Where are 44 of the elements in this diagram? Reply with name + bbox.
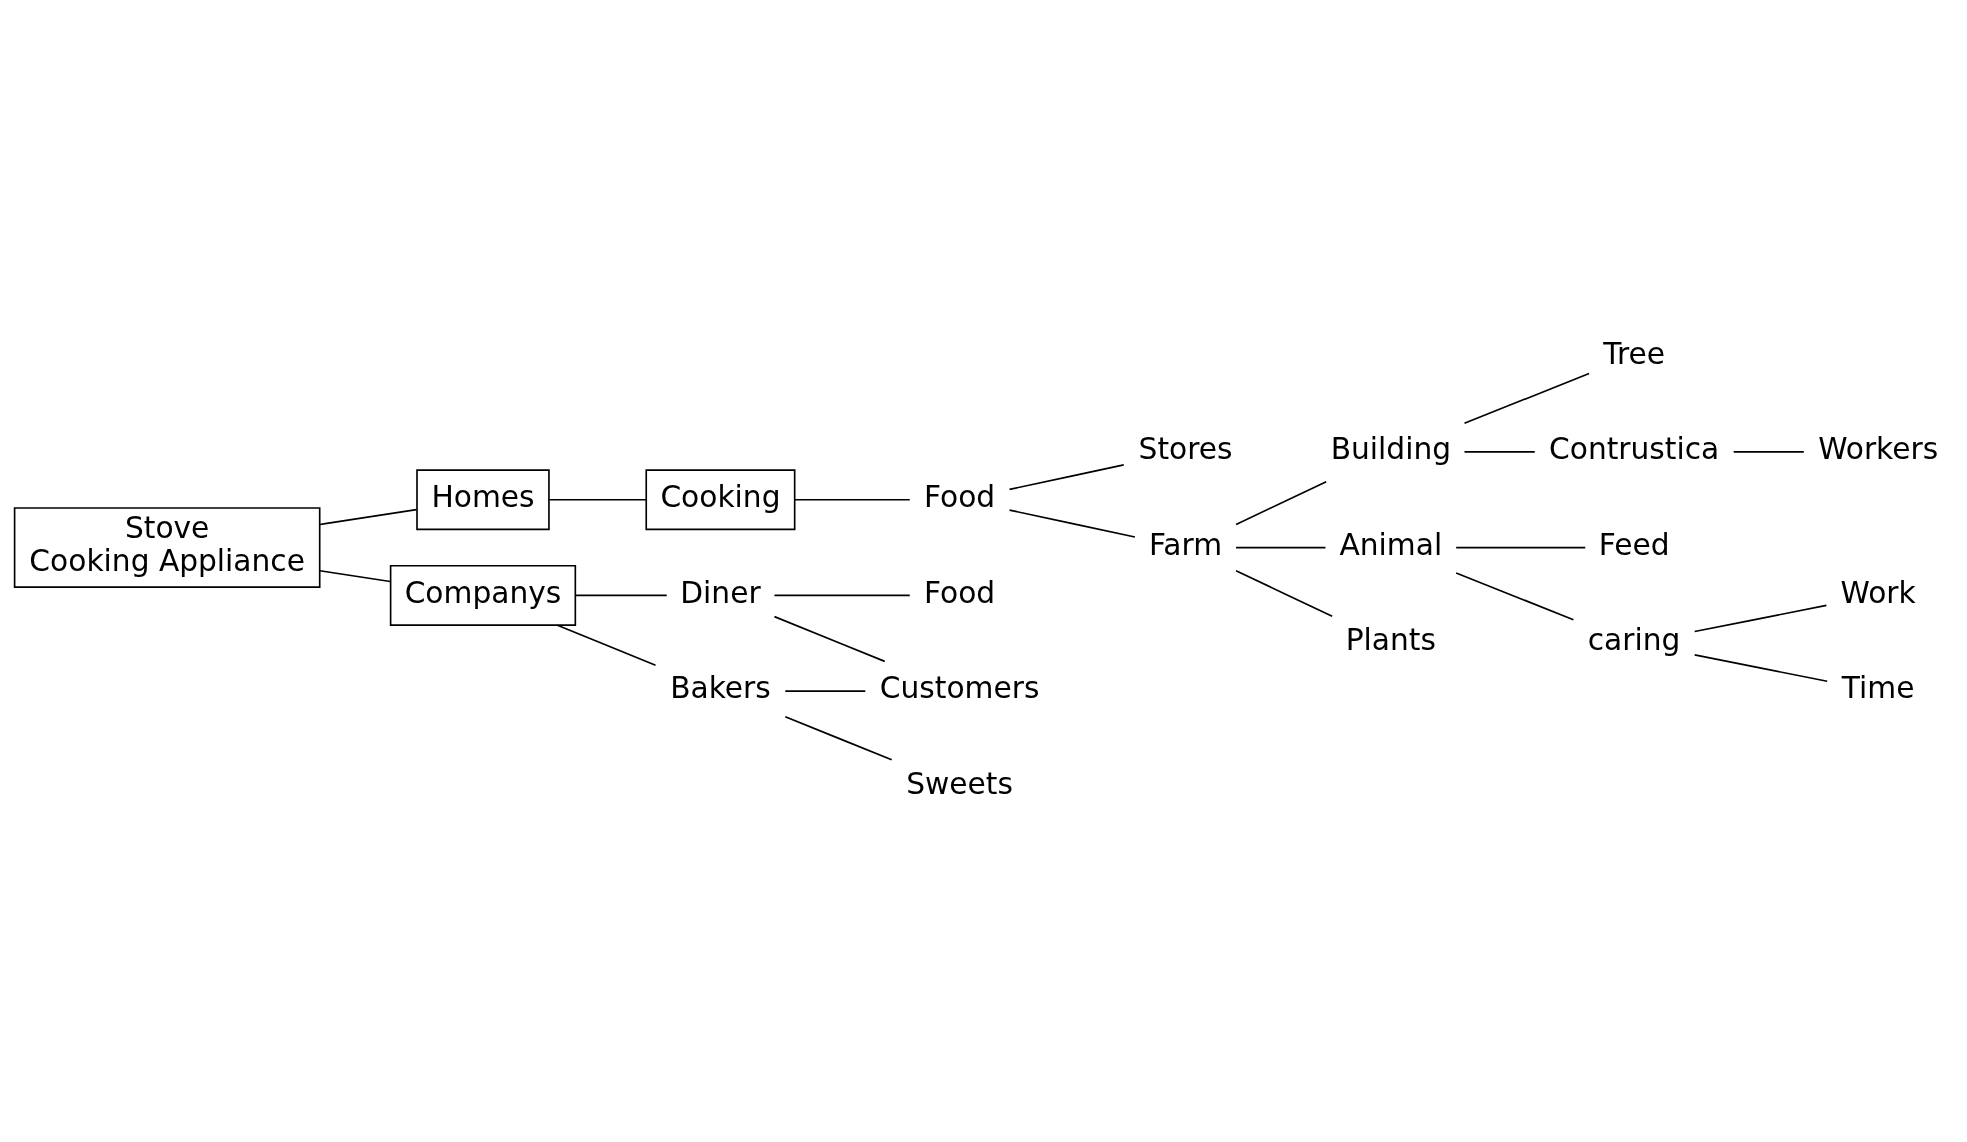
- node-box: Homes: [416, 468, 550, 530]
- connector: [1463, 372, 1590, 424]
- connector: [1455, 546, 1587, 548]
- node-text: caring: [1587, 622, 1681, 657]
- connector: [773, 615, 886, 662]
- connector: [575, 594, 668, 596]
- connector: [319, 569, 392, 582]
- connector: [1732, 450, 1805, 453]
- connector: [1235, 569, 1333, 617]
- node-box: Companys: [389, 564, 577, 626]
- node-text: Feed: [1598, 526, 1670, 562]
- node-text: Food: [924, 574, 996, 610]
- node-text: Contrustica: [1549, 430, 1720, 466]
- connector: [773, 594, 911, 596]
- node-text: Sweets: [906, 765, 1013, 801]
- connector: [784, 715, 893, 761]
- connector: [1693, 653, 1828, 682]
- node-text: Customers: [879, 669, 1040, 705]
- node-text: Food: [924, 478, 996, 514]
- node-text: Animal: [1339, 526, 1443, 562]
- connector: [1008, 463, 1125, 490]
- node-text: Farm: [1148, 526, 1223, 562]
- connector: [1455, 571, 1575, 621]
- node-box: Cooking: [645, 468, 796, 530]
- node-text: Building: [1330, 430, 1452, 466]
- node-text: Work: [1840, 574, 1916, 610]
- node-text: Diner: [680, 574, 761, 610]
- node-text: Workers: [1818, 430, 1939, 466]
- connector: [793, 498, 911, 501]
- connector: [784, 689, 867, 692]
- connector: [319, 508, 418, 525]
- node-text: Tree: [1603, 335, 1666, 371]
- node-box: Stove Cooking Appliance: [13, 506, 321, 588]
- connector: [556, 623, 657, 666]
- node-text: Time: [1841, 669, 1915, 705]
- connector: [1463, 450, 1536, 453]
- node-text: Bakers: [670, 669, 771, 705]
- connector: [1235, 480, 1328, 525]
- node-text: Stores: [1138, 430, 1233, 466]
- connector: [1235, 546, 1327, 548]
- connector: [1693, 604, 1828, 632]
- connector: [1008, 508, 1136, 538]
- connector: [548, 498, 647, 501]
- node-text: Plants: [1345, 622, 1436, 657]
